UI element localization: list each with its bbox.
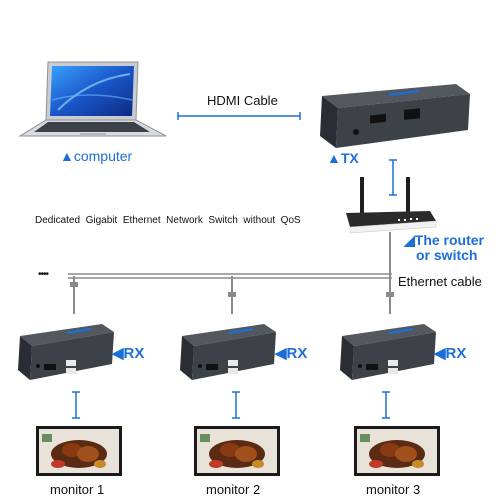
arrow-up-icon: ▲ xyxy=(327,150,341,166)
router-icon xyxy=(346,177,437,234)
monitor3-label: monitor 3 xyxy=(366,482,421,497)
arrow-left-icon: ◀ xyxy=(112,345,124,362)
hdmi-cable-label: HDMI Cable xyxy=(207,93,278,108)
rx3-label: ◀RX xyxy=(434,344,466,362)
rx1-label: ◀RX xyxy=(112,344,144,362)
tx-label: ▲TX xyxy=(327,150,359,166)
router-label-line2: or switch xyxy=(416,247,478,263)
ethernet-cable-label: Ethernet cable xyxy=(398,274,482,289)
monitor2-label: monitor 2 xyxy=(206,482,261,497)
rx3-device-icon xyxy=(340,324,436,380)
rx1-device-icon xyxy=(18,324,114,380)
bus-continuation-dots: •••• xyxy=(38,269,49,280)
monitor1-label: monitor 1 xyxy=(50,482,105,497)
monitor3-icon xyxy=(354,426,440,476)
laptop-icon xyxy=(18,61,167,137)
monitor1-icon xyxy=(36,426,122,476)
rx3-label-text: RX xyxy=(445,345,467,362)
arrow-left-up-icon: ◢ xyxy=(404,232,415,248)
monitor2-icon xyxy=(194,426,280,476)
rx2-label: ◀RX xyxy=(275,344,307,362)
router-label: ◢The router or switch xyxy=(404,233,484,263)
tx-device-icon xyxy=(320,84,470,148)
rx1-label-text: RX xyxy=(123,345,145,362)
switch-note: Dedicated Gigabit Ethernet Network Switc… xyxy=(35,215,301,226)
computer-label-text: computer xyxy=(73,148,133,164)
router-label-line1: The router xyxy=(414,232,485,248)
rx2-device-icon xyxy=(180,324,276,380)
arrow-left-icon: ◀ xyxy=(434,345,446,362)
arrow-left-icon: ◀ xyxy=(275,345,287,362)
rx2-label-text: RX xyxy=(286,345,308,362)
computer-label: ▲computer xyxy=(60,148,132,164)
tx-label-text: TX xyxy=(340,150,359,166)
arrow-up-icon: ▲ xyxy=(60,148,74,164)
